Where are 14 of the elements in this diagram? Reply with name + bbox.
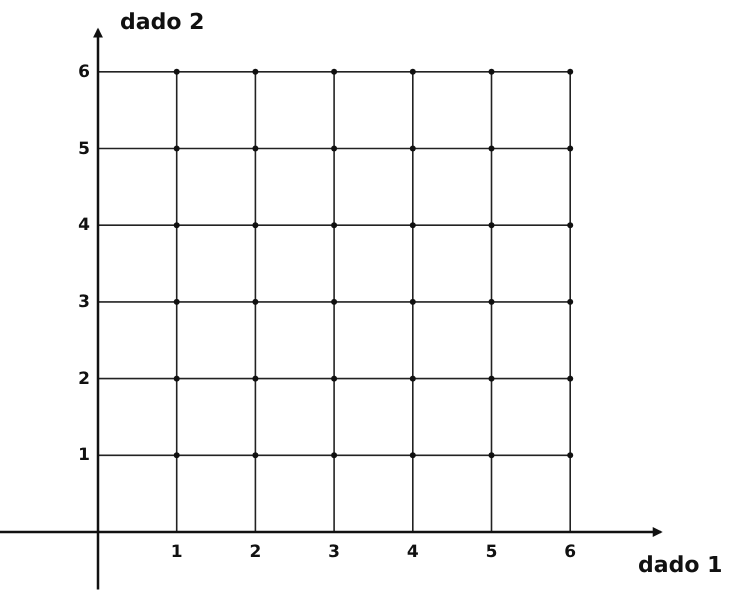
x-tick-label: 1: [170, 542, 184, 562]
y-tick-label: 3: [77, 292, 91, 312]
x-tick-label: 5: [484, 542, 498, 562]
x-tick-label: 6: [563, 542, 578, 562]
y-tick-label: 4: [77, 215, 91, 236]
x-tick-label: 4: [406, 542, 420, 562]
y-tick-label: 1: [77, 445, 91, 466]
x-axis-title: dado 1: [638, 553, 722, 579]
x-tick-label: 3: [327, 542, 342, 562]
y-axis-title: dado 2: [120, 10, 204, 36]
y-tick-label: 2: [77, 368, 91, 389]
y-tick-label: 6: [77, 62, 91, 82]
y-tick-label: 5: [77, 138, 91, 158]
x-tick-label: 2: [248, 542, 262, 562]
